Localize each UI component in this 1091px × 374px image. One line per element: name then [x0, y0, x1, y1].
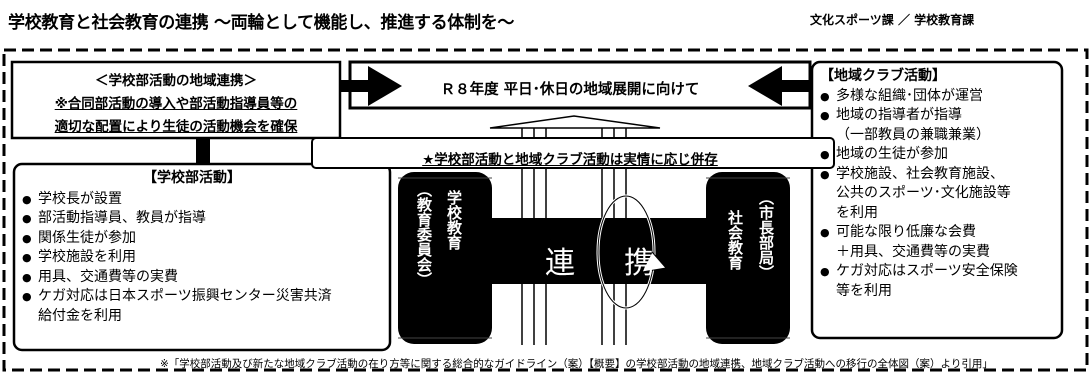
renkei-char-1: 連 [545, 246, 575, 281]
list-item: 用具、交通費等の実費 [22, 268, 362, 288]
list-item: 地域の指導者が指導 [820, 106, 1018, 126]
axle-bar [470, 218, 720, 284]
arrow-right-icon [340, 66, 402, 106]
list-item: 学校長が設置 [22, 190, 362, 210]
list-item: 学校施設を利用 [22, 248, 362, 268]
coexist-label: ★学校部活動と地域クラブ活動は実情に応じ併存 [422, 152, 718, 168]
list-item: 可能な限り低廉な会費 [820, 223, 1018, 243]
community-club-panel: 【地域クラブ活動】 多様な組織･団体が運営 地域の指導者が指導 （一部教員の兼職… [820, 67, 1018, 301]
left-top-box [10, 60, 342, 140]
school-club-panel: 【学校部活動】 学校長が設置 部活動指導員、教員が指導 関係生徒が参加 学校施設… [22, 169, 362, 326]
up-arrow-icon [489, 115, 661, 129]
list-item-continuation: を利用 [836, 204, 878, 221]
department-label: 文化スポーツ課 ／ 学校教育課 [810, 13, 975, 27]
list-item-continuation: 公共のスポーツ･文化施設等 [836, 185, 1011, 201]
list-item-continuation: 等を利用 [836, 282, 892, 299]
school-club-regional-line2: 適切な配置により生徒の活動機会を確保 [54, 119, 298, 135]
left-wheel-main-label: 学校教育 [445, 190, 463, 250]
school-club-regional-line1: ※合同部活動の導入や部活動指導員等の [54, 96, 298, 112]
list-item: ケガ対応は日本スポーツ振興センター災害共済 [22, 287, 362, 307]
list-item-continuation: 給付金を利用 [38, 307, 122, 324]
list-item-continuation: ＋用具、交通費等の実費 [836, 243, 990, 260]
arrow-left-icon [748, 66, 810, 106]
list-item: 地域の生徒が参加 [820, 145, 1018, 165]
school-club-regional-heading: ＜学校部活動の地域連携＞ [95, 73, 257, 89]
list-item: 部活動指導員、教員が指導 [22, 209, 362, 229]
r8-label: Ｒ８年度 平日･休日の地域展開に向けて [440, 82, 700, 98]
left-wheel-sub-label: （教育委員会） [415, 182, 433, 287]
list-item: 学校施設、社会教育施設、 [820, 165, 1018, 185]
list-item-continuation: （一部教員の兼職兼業） [836, 126, 990, 143]
right-wheel [706, 172, 790, 344]
connector-left [196, 138, 210, 164]
dashed-frame [2, 48, 1089, 372]
left-wheel [398, 172, 492, 344]
community-club-heading: 【地域クラブ活動】 [820, 68, 946, 84]
list-item: ケガ対応はスポーツ安全保険 [820, 262, 1018, 282]
page-title: 学校教育と社会教育の連携 ～両輪として機能し、推進する体制を～ [8, 13, 515, 33]
list-item: 多様な組織･団体が運営 [820, 87, 1018, 107]
renkei-char-2: 携 [624, 246, 654, 281]
source-footnote: ※「学校部活動及び新たな地域クラブ活動の在り方等に関する総合的なガイドライン（案… [160, 358, 993, 370]
right-wheel-sub-label: （市長部局） [757, 190, 775, 280]
school-club-heading: 【学校部活動】 [143, 170, 241, 186]
list-item: 関係生徒が参加 [22, 229, 362, 249]
right-wheel-main-label: 社会教育 [726, 210, 744, 270]
